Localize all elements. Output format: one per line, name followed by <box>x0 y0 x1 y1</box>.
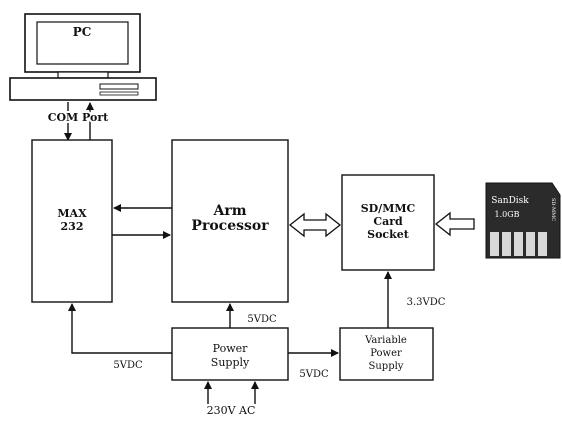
power-supply-block <box>171 327 289 381</box>
variable-supply-label-line1: Variable <box>364 335 407 346</box>
sd-socket-block <box>341 174 435 271</box>
arm-label-line1: Arm <box>212 203 246 219</box>
arm-sd-bidirectional-arrow <box>288 212 342 238</box>
sd-card-brand: SanDisk <box>491 196 529 206</box>
ps-to-var-voltage-label: 5VDC <box>299 369 329 380</box>
ps-to-arm-voltage-label: 5VDC <box>247 314 277 325</box>
power-lines <box>68 271 392 404</box>
com-port-lines <box>64 102 94 141</box>
sd-card-image <box>485 182 561 259</box>
power-supply-label-line2: Supply <box>211 356 250 369</box>
card-to-socket-arrow <box>434 211 475 237</box>
power-supply-label-line1: Power <box>213 342 249 355</box>
variable-supply-block <box>339 327 434 381</box>
mains-input-label: 230V AC <box>207 404 256 416</box>
variable-supply-label-line3: Supply <box>369 361 404 372</box>
variable-supply-label-line2: Power <box>370 348 402 359</box>
com-port-label: COM Port <box>48 111 109 124</box>
max232-label-line1: MAX <box>57 207 87 220</box>
max-arm-arrows <box>112 204 172 239</box>
arm-processor-block <box>171 139 289 303</box>
sd-card-capacity: 1.0GB <box>495 210 520 219</box>
sd-socket-label-line1: SD/MMC <box>361 202 416 215</box>
sd-socket-label-line2: Card <box>373 215 403 228</box>
arm-label-line2: Processor <box>191 218 269 234</box>
sd-card-side-text: SD·MMC <box>550 198 556 221</box>
pc-computer-icon <box>9 13 157 101</box>
ps-to-max-voltage-label: 5VDC <box>113 360 143 371</box>
max232-label-line2: 232 <box>61 220 84 233</box>
var-to-sd-voltage-label: 3.3VDC <box>407 297 446 308</box>
sd-socket-label-line3: Socket <box>367 228 410 241</box>
max232-block <box>31 139 113 303</box>
pc-label: PC <box>73 25 92 39</box>
